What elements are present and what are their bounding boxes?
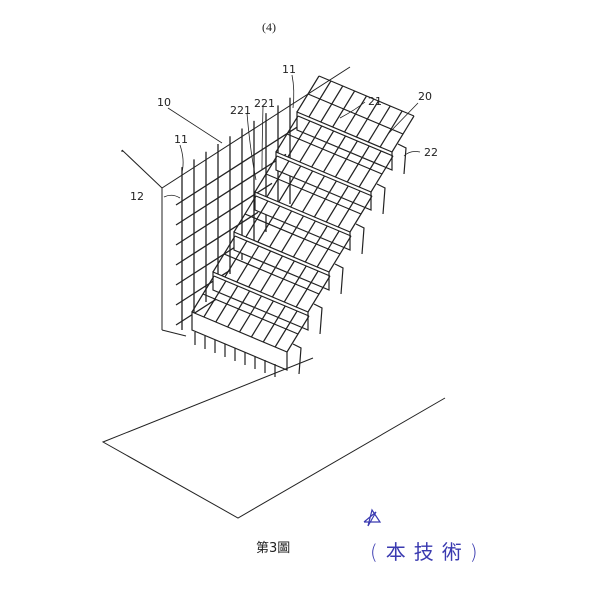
wall-block [121, 66, 351, 337]
tread-edge-rebar [255, 195, 352, 237]
bent-rebar-end [355, 223, 365, 255]
handwritten-star-icon [363, 508, 382, 527]
floor-slab [101, 357, 446, 519]
stair-rebar-cage [191, 75, 415, 377]
tread-mid-rebar [286, 133, 383, 175]
horizontal-rebar [175, 298, 217, 326]
horizontal-rebar [175, 211, 259, 266]
label-link-b: 221 [254, 97, 275, 110]
tread-edge-rebar [276, 155, 373, 197]
horizontal-rebar [175, 153, 287, 226]
tread-mid-rebar [223, 253, 320, 295]
horizontal-rebar [175, 240, 245, 286]
tread-edge-rebar [234, 235, 331, 277]
label-stair-unit: 20 [418, 90, 432, 103]
tread-mid-rebar [244, 213, 341, 255]
leader-lines [163, 74, 421, 199]
tread-mid-rebar [265, 173, 362, 215]
label-bar-b: 11 [282, 63, 296, 76]
tread-mid-rebar [307, 93, 404, 135]
bent-rebar-end [334, 263, 344, 295]
tread-edge-rebar [318, 75, 415, 117]
label-bar-horizontal: 12 [130, 190, 144, 203]
bent-rebar-end [397, 143, 407, 175]
label-tread-bar: 22 [424, 146, 438, 159]
page-number: (4) [262, 20, 276, 34]
tread-edge-rebar [297, 115, 394, 157]
riser-plate [191, 311, 288, 371]
label-link-a: 221 [230, 104, 251, 117]
handwritten-note: (本技術) [370, 540, 486, 564]
bent-rebar-end [376, 183, 386, 215]
tread-mid-rebar [202, 293, 299, 335]
label-riser-plate: 21 [368, 95, 382, 108]
bent-rebar-end [292, 343, 302, 375]
figure-caption: 第3圖 [256, 541, 291, 556]
label-bar-a: 11 [174, 133, 188, 146]
tread-edge-rebar [213, 275, 310, 317]
label-wall: 10 [157, 96, 171, 109]
horizontal-rebar [175, 124, 301, 206]
bent-rebar-end [313, 303, 323, 335]
